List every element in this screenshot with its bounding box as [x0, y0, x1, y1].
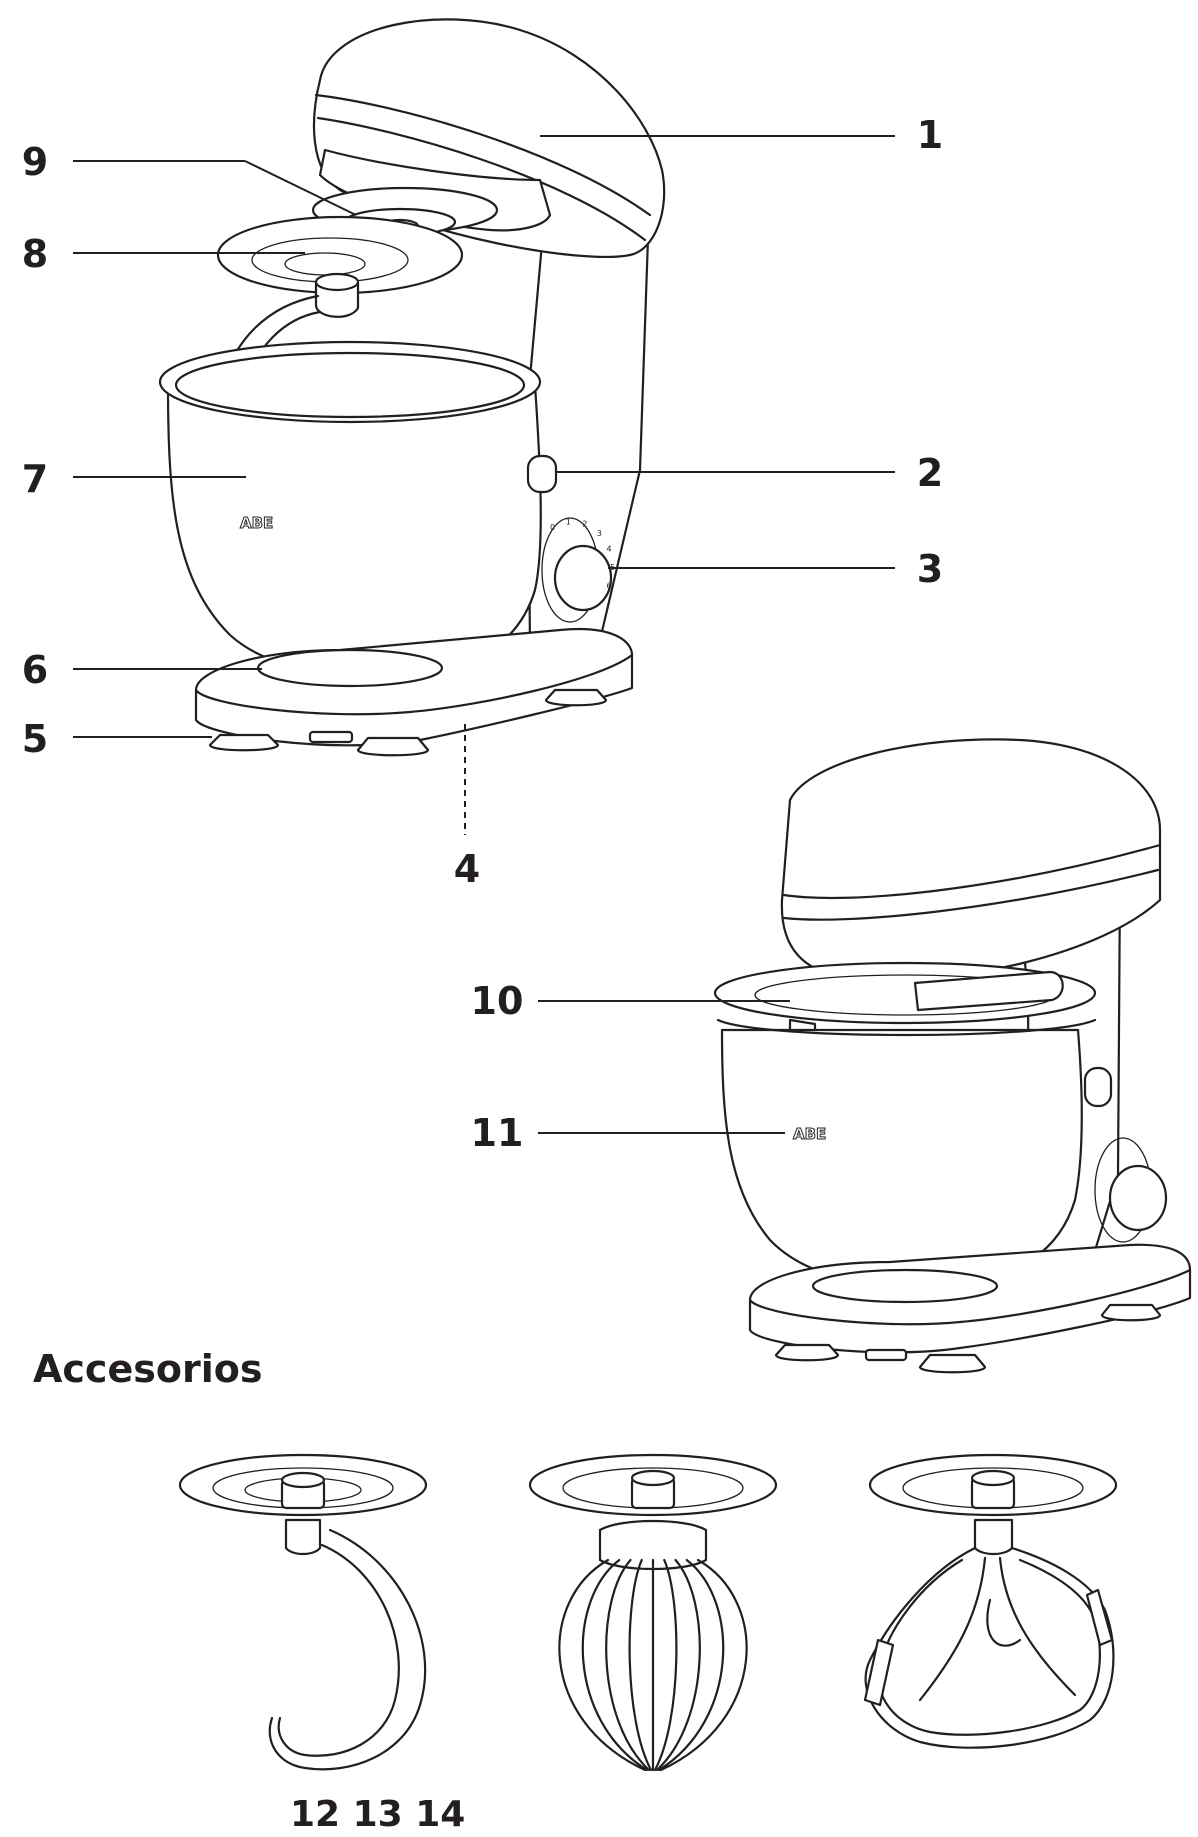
- callout-9: 9: [22, 140, 48, 184]
- whisk-wire: [657, 1558, 725, 1772]
- bowl-logo: ABE: [240, 514, 273, 532]
- callout-4: 4: [454, 847, 480, 891]
- callout-1: 1: [917, 113, 943, 157]
- whisk-wire: [558, 1558, 647, 1772]
- speed-mark: 4: [607, 544, 612, 553]
- callout-10: 10: [471, 979, 524, 1023]
- speed-mark: 0: [550, 523, 555, 532]
- whisk-wire: [659, 1558, 748, 1772]
- callout-8: 8: [22, 232, 48, 276]
- leader-lines-1: [73, 135, 895, 835]
- speed-mark: 2: [582, 519, 587, 528]
- speed-mark: 3: [597, 529, 602, 538]
- accessories-heading: Accesorios: [33, 1347, 262, 1391]
- whisk-wire: [655, 1558, 701, 1772]
- callout-3: 3: [917, 547, 943, 591]
- accessory-dough-hook: [178, 1453, 428, 1771]
- callout-5: 5: [22, 717, 48, 761]
- callout-11: 11: [471, 1111, 524, 1155]
- whisk-wire: [605, 1558, 651, 1772]
- whisk-wire: [653, 1558, 678, 1772]
- accessory-whisk: [528, 1453, 778, 1772]
- accessory-numbers: 12 13 14: [290, 1794, 465, 1835]
- whisk-wire: [628, 1558, 653, 1772]
- callout-7: 7: [22, 457, 48, 501]
- speed-mark: 1: [566, 517, 571, 526]
- accessory-flat-beater: [863, 1453, 1118, 1749]
- speed-mark: 6: [607, 582, 612, 591]
- bowl-logo-2: ABE: [793, 1125, 826, 1143]
- callout-2: 2: [917, 451, 943, 495]
- stand-mixer-assembled: ABE: [713, 738, 1192, 1374]
- callout-6: 6: [22, 648, 48, 692]
- whisk-wire: [581, 1558, 649, 1772]
